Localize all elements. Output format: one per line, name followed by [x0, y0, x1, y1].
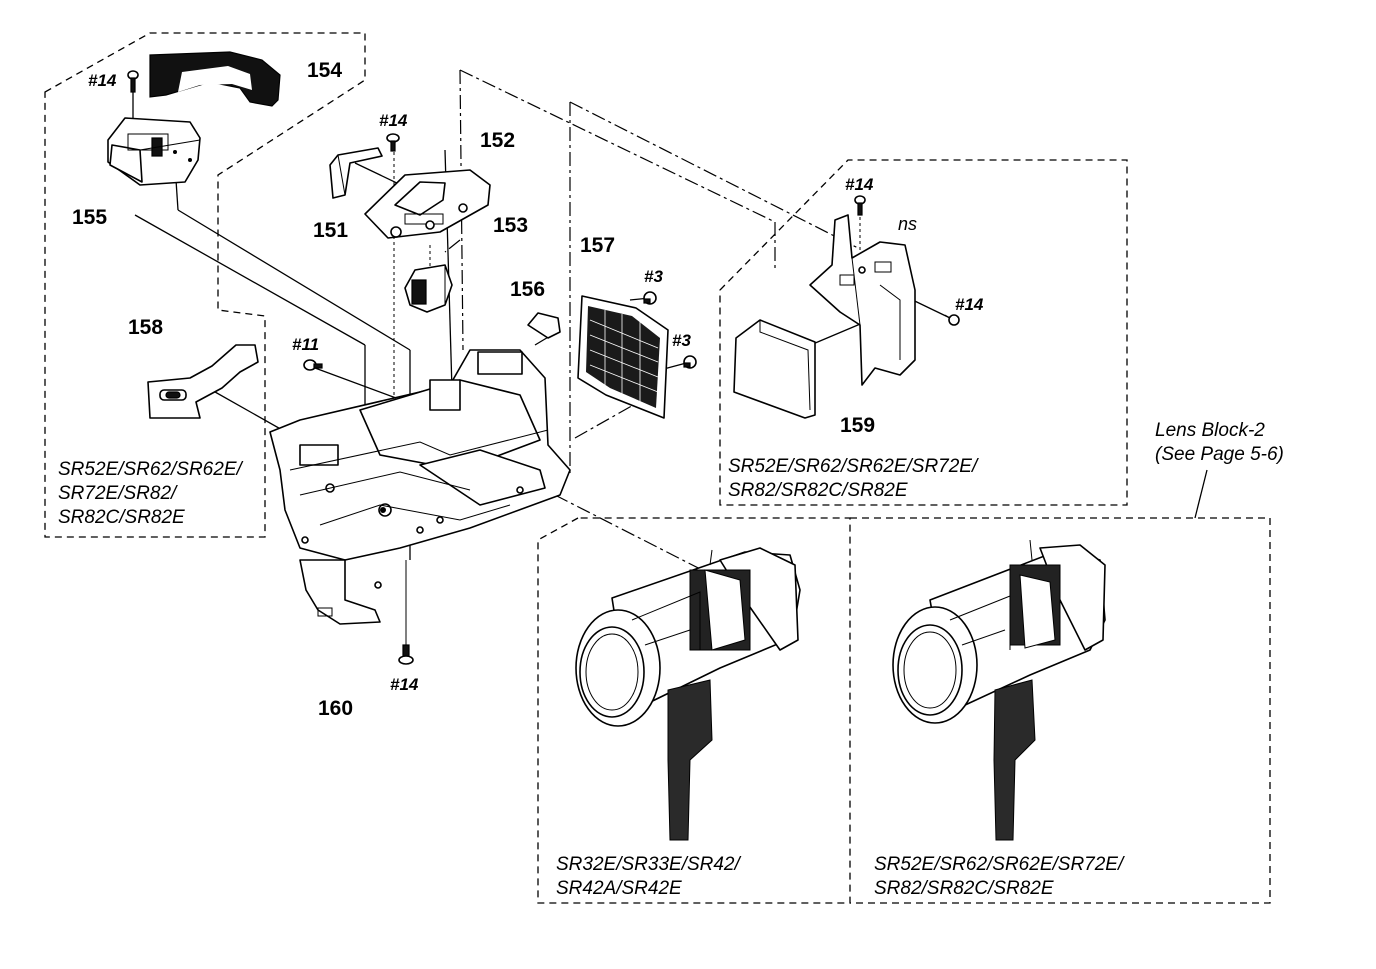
label-160: 160: [318, 697, 353, 720]
screw-icon: [944, 314, 960, 326]
leader-line: [444, 239, 461, 253]
label-156: 156: [510, 278, 545, 301]
model-label-lens-left-2: SR42A/SR42E: [556, 878, 682, 899]
model-label-left-2: SR72E/SR82/: [58, 483, 178, 504]
label-157: 157: [580, 234, 615, 257]
label-155: 155: [72, 206, 107, 229]
screw-icon: [127, 70, 139, 93]
leader-line: [459, 69, 776, 223]
label-153: 153: [493, 214, 528, 237]
label-screw-14: #14: [390, 675, 419, 694]
leader-line: [177, 209, 411, 351]
model-label-right-1: SR52E/SR62/SR62E/SR72E/: [728, 456, 979, 477]
part-160-chassis: [269, 349, 571, 625]
model-label-right-2: SR82/SR82C/SR82E: [728, 480, 908, 501]
lens-block-reference: (See Page 5-6): [1155, 444, 1284, 465]
model-label-left-3: SR82C/SR82E: [58, 507, 185, 528]
label-screw-14: #14: [379, 111, 408, 130]
lens-block-left: [575, 547, 801, 841]
label-screw-14: #14: [845, 175, 874, 194]
leader-line: [459, 69, 464, 351]
leader-line: [134, 214, 366, 346]
leader-line: [569, 101, 859, 249]
lens-block-right: [892, 539, 1106, 841]
screw-icon: [303, 359, 323, 371]
label-151: 151: [313, 219, 348, 242]
part-155-bracket: [107, 117, 201, 186]
label-152: 152: [480, 129, 515, 152]
leader-line: [1194, 469, 1208, 519]
label-154: 154: [307, 59, 342, 82]
screw-icon: [386, 133, 400, 152]
label-screw-14: #14: [955, 295, 984, 314]
part-152-board: [364, 169, 491, 239]
part-151-plate: [329, 147, 383, 199]
model-label-lens-right-1: SR52E/SR62/SR62E/SR72E/: [874, 854, 1125, 875]
model-label-lens-right-2: SR82/SR82C/SR82E: [874, 878, 1054, 899]
model-label-lens-left-1: SR32E/SR33E/SR42/: [556, 854, 741, 875]
lens-block-title: Lens Block-2: [1155, 420, 1265, 441]
part-ns-shield: [809, 214, 916, 386]
label-ns: ns: [898, 214, 917, 234]
screw-icon: [643, 291, 657, 305]
part-153-switch: [404, 264, 453, 313]
label-screw-3: #3: [672, 331, 691, 350]
lens-right-box: [850, 517, 1271, 904]
lens-left-box: [537, 517, 851, 904]
screw-icon: [398, 644, 414, 665]
label-screw-3: #3: [644, 267, 663, 286]
screw-icon: [683, 355, 697, 369]
label-158: 158: [128, 316, 163, 339]
screw-icon: [854, 195, 866, 216]
group-box-left: [44, 32, 366, 538]
label-screw-11: #11: [292, 335, 319, 354]
group-box-right-top: [719, 159, 1128, 506]
part-157-sensor-plate: [577, 295, 669, 419]
leader-line: [554, 494, 713, 576]
part-159-sheet: [733, 319, 816, 419]
label-screw-14: #14: [88, 71, 117, 90]
label-159: 159: [840, 414, 875, 437]
part-156-tab: [527, 312, 561, 339]
part-158-plate: [147, 344, 259, 419]
model-label-left-1: SR52E/SR62/SR62E/: [58, 459, 243, 480]
